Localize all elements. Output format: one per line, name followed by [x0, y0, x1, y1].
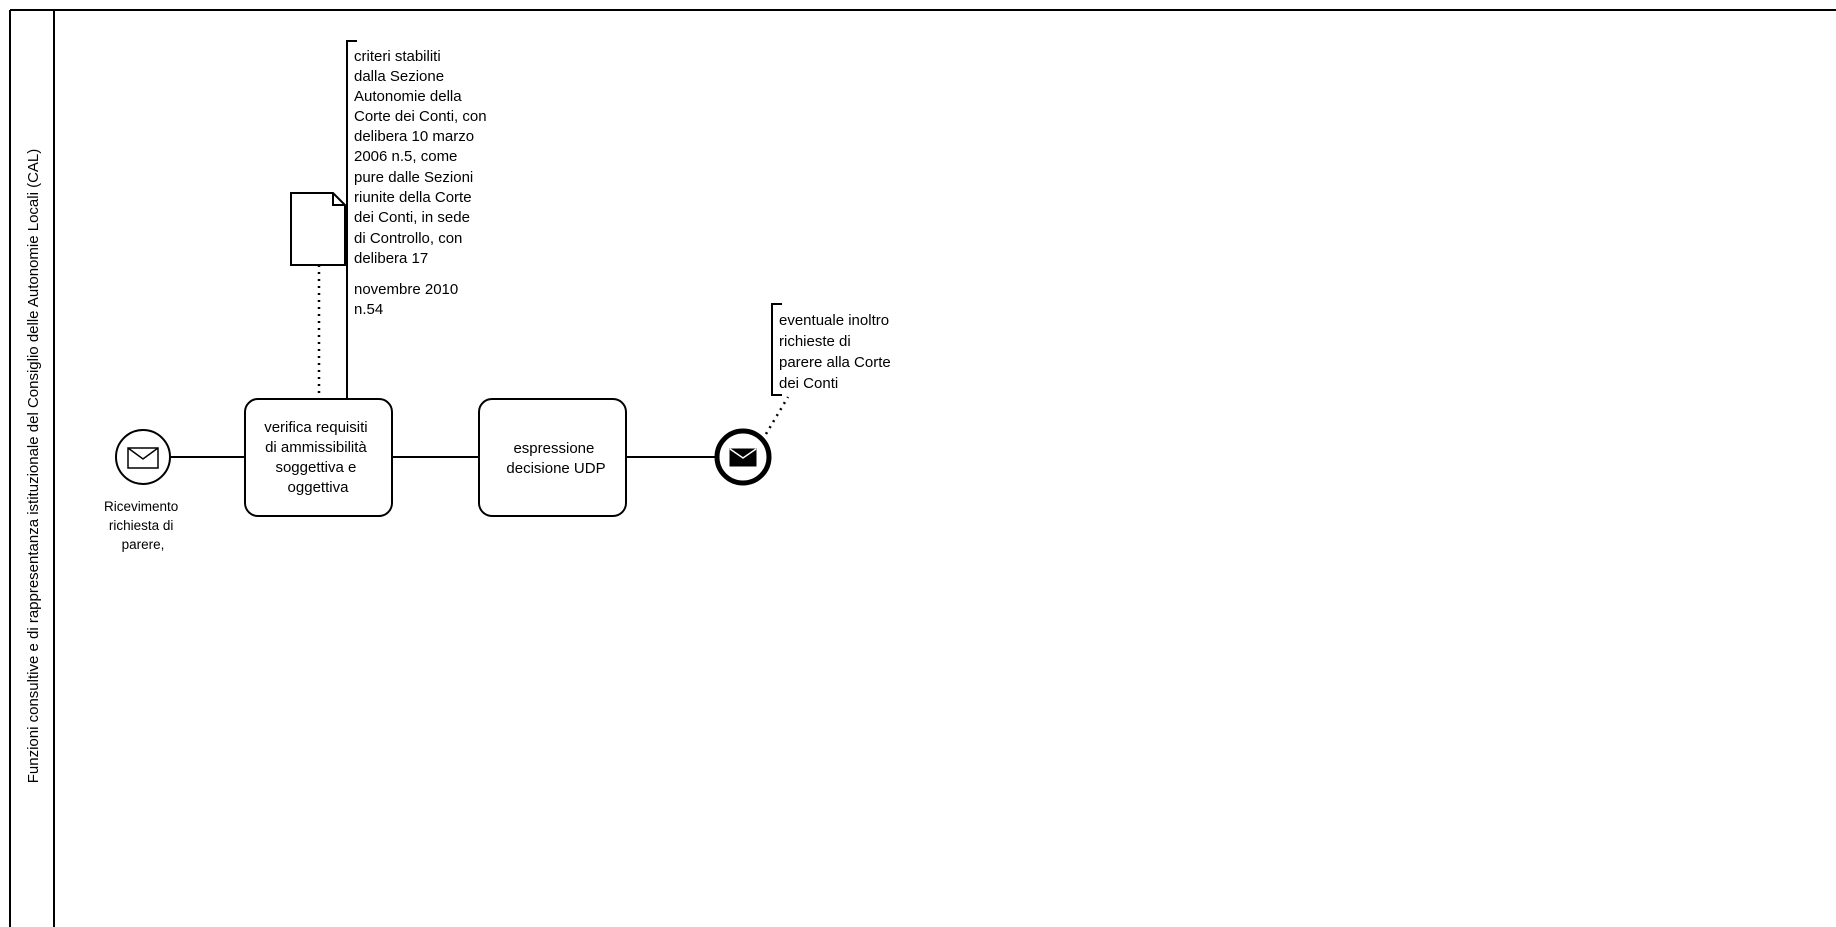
data-object[interactable] [290, 192, 346, 266]
document-fold [332, 193, 345, 206]
lane-label: Funzioni consultive e di rappresentanza … [25, 149, 42, 784]
task-espressione-box[interactable] [478, 398, 627, 517]
task-espressione-decisione[interactable]: espressione decisione UDP [478, 398, 627, 517]
task-espressione-label: espressione decisione UDP [506, 440, 605, 477]
end-event[interactable] [714, 428, 772, 486]
task-verifica-label: verifica requisiti di ammissibilità sogg… [264, 419, 372, 496]
annotation-criteri[interactable]: criteri stabiliti dalla Sezione Autonomi… [346, 40, 491, 399]
annotation-inoltro-text: eventuale inoltro richieste di parere al… [779, 312, 895, 392]
task-verifica-requisiti[interactable]: verifica requisiti di ammissibilità sogg… [244, 398, 393, 517]
task-verifica-box[interactable] [244, 398, 393, 517]
document-icon[interactable] [290, 192, 346, 266]
annotation-inoltro[interactable]: eventuale inoltro richieste di parere al… [771, 303, 895, 396]
start-event-label: Ricevimento richiesta di parere, [104, 499, 182, 552]
association-end-to-annotation[interactable] [764, 396, 790, 435]
annotation-inoltro-bracket [771, 303, 782, 396]
start-event[interactable]: Ricevimento richiesta di parere, [104, 429, 182, 552]
annotation-criteri-bracket [346, 40, 357, 399]
annotation-criteri-text: criteri stabiliti dalla Sezione Autonomi… [354, 48, 491, 318]
associations [317, 265, 790, 435]
envelope-icon [127, 447, 159, 469]
pool: Funzioni consultive e di rappresentanza … [9, 9, 1836, 927]
filled-envelope-icon [729, 448, 757, 467]
